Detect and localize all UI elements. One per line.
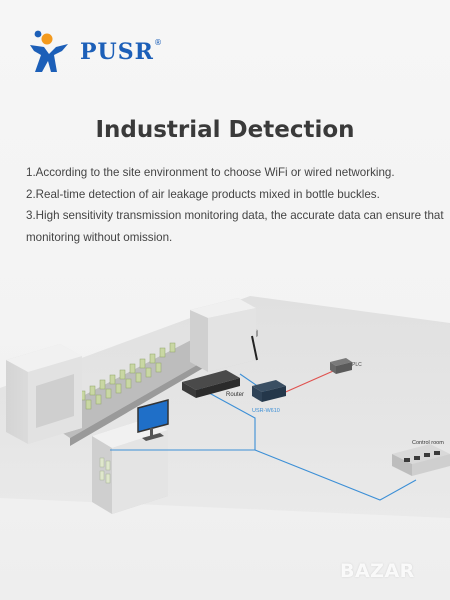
plc-label: PLC	[352, 362, 362, 368]
rear-machine-icon	[190, 298, 256, 372]
factory-network-illustration: Router USR-W610 PLC Control room	[0, 296, 450, 518]
registered-mark: ®	[154, 38, 162, 47]
feature-list: 1.According to the site environment to c…	[26, 162, 444, 248]
watermark: BAZAR	[340, 560, 415, 582]
control-room-icon	[392, 444, 450, 476]
feature-item: 3.High sensitivity transmission monitori…	[26, 209, 444, 244]
brand-name: PUSR	[80, 39, 154, 65]
page-title: Industrial Detection	[95, 117, 355, 143]
front-inspection-machine-icon	[92, 418, 168, 514]
feature-item: 1.According to the site environment to c…	[26, 166, 395, 179]
plc-icon	[330, 358, 352, 374]
usr-w610-label: USR-W610	[252, 408, 280, 414]
feature-item: 2.Real-time detection of air leakage pro…	[26, 187, 380, 201]
left-tunnel-machine-icon	[6, 344, 82, 444]
control-room-label: Control room	[412, 440, 444, 446]
router-label: Router	[226, 392, 244, 398]
usr-w610-device-icon	[251, 335, 286, 402]
router-icon	[182, 370, 240, 398]
pusr-logo: PUSR ®	[26, 30, 166, 74]
pusr-logo-mark-icon	[30, 30, 68, 72]
monitor-icon	[137, 399, 169, 441]
